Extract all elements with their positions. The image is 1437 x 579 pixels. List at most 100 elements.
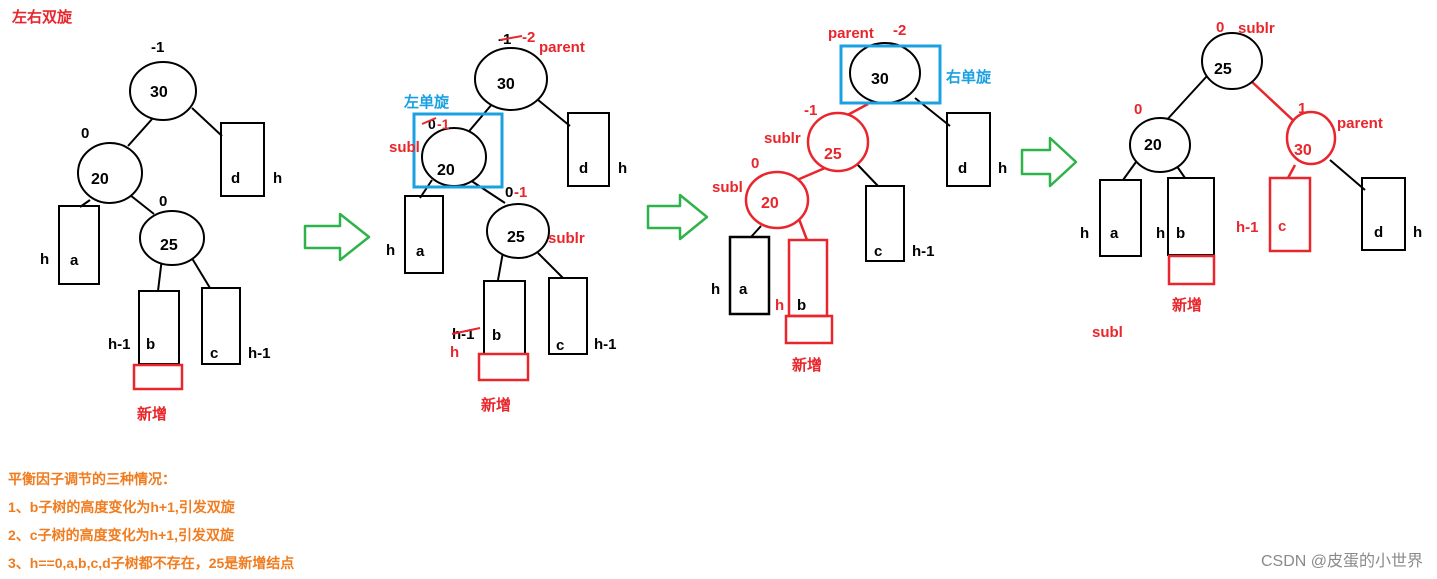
subtree-d — [220, 122, 265, 197]
panel-4-result: 0 sublr 0 1 parent 25 20 30 a b c d h h … — [1080, 19, 1422, 341]
strike-mark — [421, 117, 437, 125]
height-a: h — [711, 281, 720, 298]
new-node-box — [477, 352, 530, 382]
bf-20-new: -1 — [437, 116, 450, 132]
edge-20-b — [797, 218, 809, 241]
node-30 — [474, 47, 548, 111]
label-25: 25 — [507, 229, 525, 246]
edge-25-20 — [796, 166, 826, 182]
panel-3-right-rotate: parent -2 右单旋 -1 sublr 0 subl 30 25 20 a… — [711, 22, 1007, 374]
node-20 — [77, 142, 143, 204]
subl-label: subl — [1092, 324, 1123, 341]
label-20: 20 — [91, 171, 109, 188]
edge-20-a — [750, 225, 762, 238]
height-c: h-1 — [912, 243, 935, 260]
height-b: h-1 — [108, 336, 131, 353]
edge-20-25 — [469, 179, 506, 204]
label-d: d — [231, 170, 240, 187]
note-item: 1、b子树的高度变化为h+1,引发双旋 — [8, 499, 236, 515]
new-node-box — [132, 363, 184, 391]
height-c: h-1 — [248, 345, 271, 362]
height-b-new: h — [450, 344, 459, 361]
subtree-c — [201, 287, 241, 365]
height-a: h — [386, 242, 395, 259]
node-30 — [1285, 110, 1337, 166]
edge-30-20 — [127, 117, 154, 147]
label-a: a — [416, 243, 425, 260]
sublr-label: sublr — [764, 130, 801, 147]
height-d: h — [618, 160, 627, 177]
edge-30-c — [1286, 164, 1297, 179]
subtree-b — [483, 280, 526, 355]
subl-label: subl — [712, 179, 743, 196]
label-25: 25 — [1214, 61, 1232, 78]
notes: 平衡因子调节的三种情况： 1、b子树的高度变化为h+1,引发双旋 2、c子树的高… — [8, 471, 294, 571]
label-20: 20 — [761, 195, 779, 212]
label-30: 30 — [1294, 142, 1312, 159]
bf-30-new: -2 — [522, 29, 535, 46]
rotation-highlight-box — [412, 112, 504, 189]
height-b: h — [775, 297, 784, 314]
label-20: 20 — [1144, 137, 1162, 154]
node-25 — [139, 210, 205, 266]
note-item: 3、h==0,a,b,c,d子树都不存在，25是新增结点 — [8, 555, 294, 571]
subtree-a — [404, 195, 444, 274]
edge-25-c — [537, 252, 564, 279]
label-b: b — [146, 336, 155, 353]
height-b: h — [1156, 225, 1165, 242]
node-20 — [1129, 117, 1191, 173]
bf-25-new: -1 — [514, 184, 527, 201]
subtree-c — [548, 277, 588, 355]
label-b: b — [492, 327, 501, 344]
rotation-label: 右单旋 — [946, 68, 992, 86]
edge-30-d — [1329, 159, 1366, 191]
bf-30: -2 — [893, 22, 906, 39]
new-label: 新增 — [481, 396, 511, 414]
edge-25-c — [189, 254, 211, 289]
node-20 — [744, 170, 810, 230]
panel-2-left-rotate: -1 -2 parent 左单旋 0 -1 subl 0 -1 sublr 30… — [386, 29, 627, 414]
bf-30: -1 — [151, 39, 164, 56]
bf-25-old: 0 — [505, 184, 513, 201]
label-c: c — [1278, 218, 1286, 235]
bf-20: 0 — [1134, 101, 1142, 118]
subtree-c — [1268, 176, 1312, 253]
strike-mark — [451, 327, 481, 335]
strike-mark — [499, 35, 523, 41]
sublr-label: sublr — [548, 230, 585, 247]
bf-25: 0 — [1216, 19, 1224, 36]
arrow-right-icon — [1020, 136, 1078, 188]
label-30: 30 — [150, 84, 168, 101]
height-c: h-1 — [1236, 219, 1259, 236]
edge-25-c — [855, 162, 879, 187]
edge-25-b — [497, 251, 504, 281]
label-30: 30 — [871, 71, 889, 88]
label-c: c — [556, 337, 564, 354]
edge-30-20 — [464, 102, 494, 137]
node-25 — [486, 203, 550, 259]
bf-20: 0 — [81, 125, 89, 142]
node-25 — [1201, 32, 1263, 90]
bf-25: -1 — [804, 102, 817, 119]
label-20: 20 — [437, 162, 455, 179]
subtree-a — [1099, 179, 1142, 257]
edge-25-30 — [1250, 80, 1298, 125]
bf-20-old: 0 — [428, 116, 436, 132]
rotation-label: 左单旋 — [403, 93, 450, 111]
height-b-old: h-1 — [452, 326, 475, 343]
arrow-right-icon — [646, 193, 709, 241]
subl-label: subl — [389, 139, 420, 156]
label-a: a — [70, 252, 79, 269]
label-b: b — [797, 297, 806, 314]
subtree-b — [138, 290, 180, 365]
label-c: c — [874, 243, 882, 260]
bf-30: 1 — [1298, 100, 1306, 117]
subtree-a — [58, 205, 100, 285]
label-30: 30 — [497, 76, 515, 93]
label-a: a — [739, 281, 748, 298]
edge-25-20 — [1163, 75, 1208, 124]
note-item: 2、c子树的高度变化为h+1,引发双旋 — [8, 527, 235, 543]
edge-20-25 — [129, 194, 155, 215]
rotation-highlight-box — [839, 44, 942, 105]
